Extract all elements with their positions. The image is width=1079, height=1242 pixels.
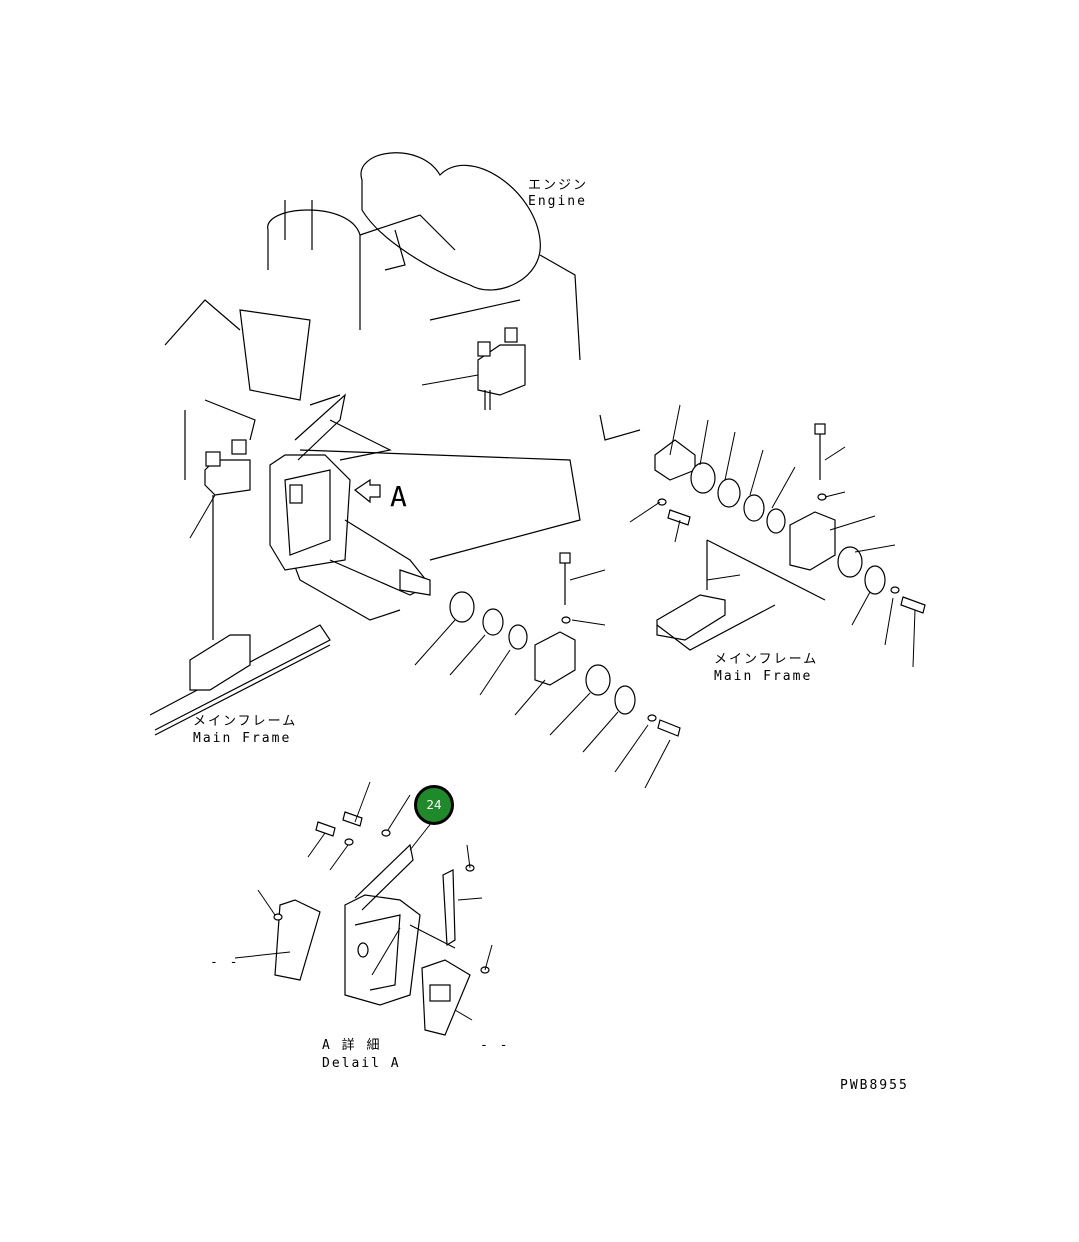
engine-label-en: Engine	[528, 194, 587, 209]
detail-a-title-en: Delail A	[322, 1056, 401, 1071]
callout-24[interactable]: 24	[414, 785, 454, 825]
front-mount-assembly	[204, 393, 431, 640]
rear-exploded-parts	[599, 404, 926, 668]
main-frame-left-label-en: Main Frame	[193, 731, 292, 746]
detail-a-parts	[234, 781, 493, 1036]
main-frame-left-label-jp: メインフレーム	[193, 714, 298, 729]
drawing-code: PWB8955	[840, 1078, 909, 1093]
center-mount-block	[477, 327, 526, 410]
main-frame-left	[149, 624, 331, 736]
main-frame-right-label-jp: メインフレーム	[714, 652, 819, 667]
detail-a-title-jp: A 詳 細	[322, 1038, 382, 1053]
engine-label-jp: エンジン	[528, 178, 589, 193]
main-frame-right-label-en: Main Frame	[714, 669, 813, 684]
front-exploded-parts	[189, 374, 681, 789]
dash-label-right: - -	[480, 1038, 510, 1053]
engine-outline	[164, 152, 581, 621]
dash-label-left: - -	[210, 955, 240, 970]
view-arrow-label: A	[390, 480, 407, 513]
